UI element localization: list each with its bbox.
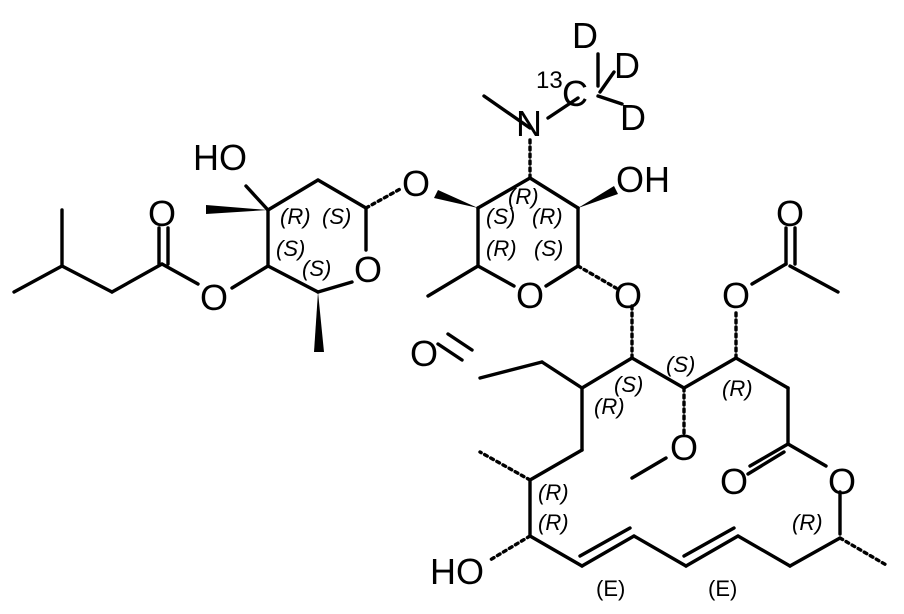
bond [546,96,580,120]
carbonyl-oxygen-label: O [148,193,176,234]
bond [786,442,828,468]
stereo-labels: (R) (S) (S) (S) (R) (S) (R) (R) (S) (S) … [276,184,823,535]
stereo-descriptor: (S) [302,256,331,281]
bond [580,356,634,390]
bond [488,534,532,562]
bond [478,360,544,380]
bond [682,356,738,390]
acetoxy-oxygen-label: O [722,275,750,316]
bond [266,264,320,294]
lactone-oxygen-label: O [828,461,856,502]
stereo-descriptor: (R) [508,184,539,209]
methoxy-oxygen-label: O [670,427,698,468]
bond [580,534,636,568]
bond [682,526,736,558]
hydroxyl-label: HO [193,137,247,178]
stereo-descriptor: (R) [532,204,563,229]
deuterium-label: D [572,15,598,56]
bond [266,178,320,212]
bond [230,264,270,290]
stereo-descriptor: (S) [614,372,643,397]
bond [436,342,464,362]
bond [684,534,740,568]
bond [110,262,164,294]
bond [160,262,200,286]
bond-lines [12,52,890,568]
bond [746,450,786,476]
bond [788,536,842,568]
bond [598,70,616,94]
bond [632,534,688,568]
ring-oxygen-label: O [516,275,544,316]
bond [736,534,792,568]
bond [316,280,354,294]
bond [446,332,474,352]
bond [578,526,632,558]
bond [478,450,532,482]
aldehyde-oxygen-label: O [410,333,438,374]
wedge-bonds [206,186,618,352]
bond [630,356,686,390]
bond [476,176,532,210]
deuterium-label: D [614,45,640,86]
bond [314,292,324,352]
stereo-descriptor: (R) [538,480,569,505]
bond [426,264,480,298]
bond [576,264,618,290]
stereo-descriptor: (R) [594,394,625,419]
bond [244,184,270,212]
bond [482,94,532,130]
bond [578,186,618,208]
bond [12,264,64,294]
stereo-descriptor: (R) [538,510,569,535]
nitrogen-label: N [516,103,542,144]
stereo-descriptor: (R) [280,204,311,229]
bond [434,190,478,208]
double-bond-geometry-labels: (E) (E) [596,576,737,601]
bond [750,262,788,286]
bond [630,456,668,480]
bond [528,448,584,482]
carbonyl-oxygen-label: O [776,193,804,234]
stereo-descriptor: (R) [792,510,823,535]
bond [788,264,840,294]
bond [544,264,580,288]
stereo-descriptor: (R) [486,236,517,261]
bond [528,176,580,210]
atom-labels: HO OH HO N O O O O O O O O O O O O 13 C … [148,15,856,592]
hydroxyl-label: HO [430,551,484,592]
bond [838,536,890,568]
carbon-13-label: C [562,73,588,114]
ring-oxygen-label: O [354,249,382,290]
bond [596,94,624,106]
deuterium-label: D [620,97,646,138]
bond [60,264,114,294]
bond [364,186,404,210]
stereo-descriptor: (S) [276,236,305,261]
glycosidic-oxygen-label: O [614,275,642,316]
stereo-descriptor: (S) [322,204,351,229]
hydroxyl-label: OH [616,159,670,200]
lactone-carbonyl-oxygen-label: O [720,461,748,502]
bond [476,264,516,288]
stereo-descriptor: (S) [666,352,695,377]
bond [316,178,368,210]
bond [748,442,790,468]
bond [540,360,584,390]
glycosidic-oxygen-label: O [402,163,430,204]
isotope-label: 13 [536,67,563,94]
ez-descriptor: (E) [708,576,737,601]
ez-descriptor: (E) [596,576,625,601]
stereo-descriptor: (S) [534,236,563,261]
bond [528,534,584,568]
bond [734,356,790,390]
ester-oxygen-label: O [200,277,228,318]
stereo-descriptor: (S) [486,204,515,229]
stereo-descriptor: (R) [722,376,753,401]
bond [206,205,268,214]
